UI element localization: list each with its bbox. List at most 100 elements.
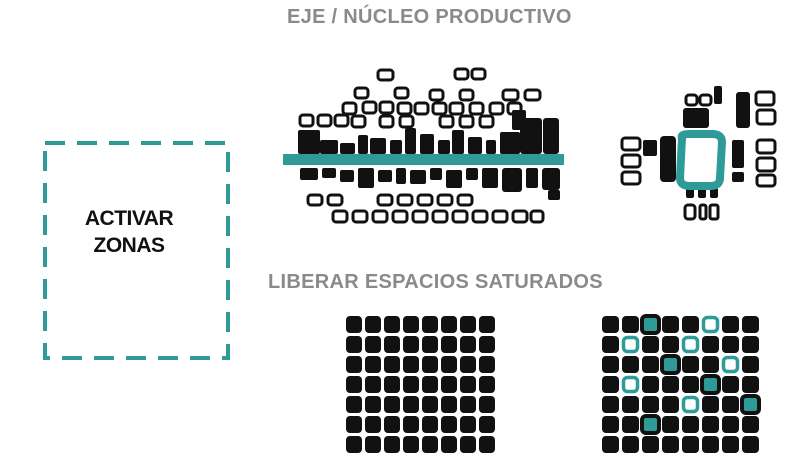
grid-block: [742, 376, 759, 393]
grid-block: [346, 436, 362, 453]
grid-block: [702, 356, 719, 373]
grid-block: [346, 416, 362, 433]
grid-block: [742, 416, 759, 433]
grid-block: [365, 356, 381, 373]
grid-block: [384, 436, 400, 453]
grid-block: [660, 354, 681, 375]
label-activar: ACTIVAR: [84, 207, 174, 230]
activar-zonas-label: ACTIVAR ZONAS: [54, 205, 204, 259]
grid-block: [702, 396, 719, 413]
grid-block: [479, 396, 495, 413]
eje-axis-bar: [283, 154, 564, 165]
grid-block: [602, 336, 619, 353]
grid-block: [740, 394, 761, 415]
grid-block: [622, 356, 639, 373]
grid-block: [702, 416, 719, 433]
grid-block: [479, 376, 495, 393]
grid-block: [403, 356, 419, 373]
grid-block: [441, 316, 457, 333]
grid-block: [441, 376, 457, 393]
grid-block: [460, 356, 476, 373]
grid-block: [662, 436, 679, 453]
grid-block: [622, 396, 639, 413]
grid-block: [702, 436, 719, 453]
grid-block: [384, 316, 400, 333]
grid-block: [422, 396, 438, 413]
grid-block: [441, 436, 457, 453]
grid-block: [642, 356, 659, 373]
grid-block: [403, 376, 419, 393]
grid-block: [701, 315, 720, 334]
grid-block: [422, 436, 438, 453]
grid-block: [742, 436, 759, 453]
grid-block: [384, 396, 400, 413]
grid-block: [460, 396, 476, 413]
grid-block: [441, 396, 457, 413]
grid-block: [722, 336, 739, 353]
grid-block: [346, 356, 362, 373]
grid-block: [384, 336, 400, 353]
grid-block: [662, 316, 679, 333]
grid-block: [681, 335, 700, 354]
grid-block: [422, 336, 438, 353]
grid-block: [622, 316, 639, 333]
grid-block: [682, 416, 699, 433]
grid-block: [682, 376, 699, 393]
grid-block: [642, 396, 659, 413]
grid-block: [602, 396, 619, 413]
grid-block: [403, 436, 419, 453]
grid-block: [441, 336, 457, 353]
grid-block: [384, 376, 400, 393]
grid-block: [346, 376, 362, 393]
grid-block: [365, 316, 381, 333]
grid-block: [422, 316, 438, 333]
grid-block: [640, 414, 661, 435]
grid-block: [742, 316, 759, 333]
grid-block: [460, 336, 476, 353]
grid-block: [403, 396, 419, 413]
grid-block: [621, 375, 640, 394]
grid-block: [479, 356, 495, 373]
grid-block: [460, 316, 476, 333]
grid-block: [403, 416, 419, 433]
grid-block: [642, 376, 659, 393]
grid-block: [346, 336, 362, 353]
grid-block: [602, 356, 619, 373]
grid-block: [622, 436, 639, 453]
grid-block: [365, 436, 381, 453]
grid-block: [441, 416, 457, 433]
grid-block: [460, 376, 476, 393]
grid-block: [662, 416, 679, 433]
grid-block: [682, 316, 699, 333]
grid-block: [700, 374, 721, 395]
grid-block: [702, 336, 719, 353]
grid-block: [622, 416, 639, 433]
grid-block: [422, 356, 438, 373]
grid-block: [479, 416, 495, 433]
grid-block: [403, 336, 419, 353]
title-liberar-espacios: LIBERAR ESPACIOS SATURADOS: [268, 271, 603, 293]
grid-block: [365, 416, 381, 433]
grid-block: [602, 416, 619, 433]
title-eje-nucleo: EJE / NÚCLEO PRODUCTIVO: [287, 6, 572, 28]
grid-block: [365, 376, 381, 393]
grid-block: [662, 336, 679, 353]
grid-block: [479, 436, 495, 453]
grid-block: [722, 436, 739, 453]
grid-block: [602, 376, 619, 393]
grid-block: [642, 336, 659, 353]
label-zonas: ZONAS: [93, 234, 166, 257]
grid-block: [742, 356, 759, 373]
grid-block: [384, 416, 400, 433]
grid-block: [602, 316, 619, 333]
grid-block: [722, 376, 739, 393]
grid-block: [682, 436, 699, 453]
grid-block: [722, 416, 739, 433]
grid-block: [441, 356, 457, 373]
grid-block: [479, 316, 495, 333]
grid-block: [422, 416, 438, 433]
